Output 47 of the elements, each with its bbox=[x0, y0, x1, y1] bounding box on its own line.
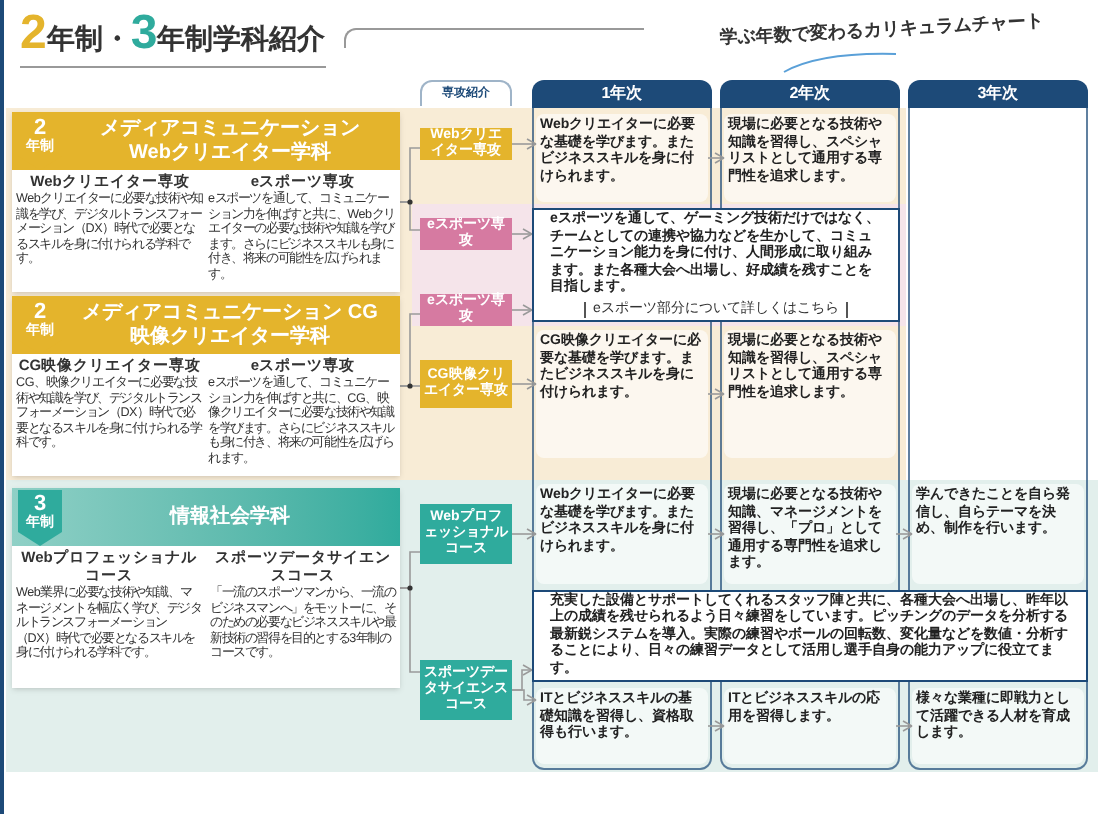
department-title: メディアコミュニケーション CG映像クリエイター学科 bbox=[80, 301, 380, 349]
badge-number: 2 bbox=[33, 302, 47, 324]
department-card bbox=[12, 296, 400, 476]
connector-line bbox=[511, 689, 537, 706]
year-label: 1年次 bbox=[601, 82, 643, 106]
connector-line bbox=[707, 720, 725, 732]
year-label: 3年次 bbox=[977, 82, 1019, 106]
curriculum-cell bbox=[536, 484, 708, 584]
department-title: メディアコミュニケーション Webクリエイター学科 bbox=[98, 117, 362, 165]
curriculum-cell bbox=[912, 688, 1084, 764]
tab-label bbox=[420, 80, 512, 106]
curriculum-cell bbox=[724, 114, 896, 202]
curriculum-cell bbox=[536, 114, 708, 202]
connector-line bbox=[511, 138, 537, 150]
connector-line bbox=[511, 228, 533, 240]
subtitle-text: 学ぶ年数で変わるカリキュラムチャート bbox=[719, 8, 1047, 52]
year-label: 2年次 bbox=[789, 82, 831, 106]
curriculum-cell bbox=[724, 330, 896, 458]
year-header bbox=[908, 80, 1088, 108]
connector-line bbox=[895, 720, 913, 732]
page-title: 2年制・3年制学科紹介 bbox=[20, 8, 326, 68]
connector-line bbox=[511, 528, 537, 540]
curriculum-cell bbox=[532, 208, 900, 322]
connector-line bbox=[895, 528, 913, 540]
department-title: 情報社会学科 bbox=[167, 505, 292, 529]
connector-line bbox=[707, 388, 725, 400]
curriculum-cell bbox=[724, 688, 896, 764]
course-tag bbox=[420, 360, 512, 408]
year-header bbox=[720, 80, 900, 108]
badge-number: 3 bbox=[33, 494, 47, 516]
curriculum-cell bbox=[724, 484, 896, 584]
curriculum-cell bbox=[912, 484, 1084, 584]
curriculum-cell bbox=[536, 688, 708, 764]
connector-line bbox=[707, 152, 725, 164]
curriculum-cell bbox=[536, 330, 708, 458]
year-header bbox=[532, 80, 712, 108]
department-card bbox=[12, 112, 400, 292]
connector-line bbox=[707, 528, 725, 540]
year-badge bbox=[18, 490, 62, 546]
connector-line bbox=[399, 587, 421, 673]
connector-line bbox=[511, 304, 533, 316]
department-card bbox=[12, 488, 400, 688]
connector-line bbox=[399, 385, 421, 387]
connector-line bbox=[511, 378, 537, 390]
badge-number: 2 bbox=[33, 118, 47, 140]
connector-line bbox=[399, 201, 421, 231]
course-tag bbox=[420, 128, 512, 160]
